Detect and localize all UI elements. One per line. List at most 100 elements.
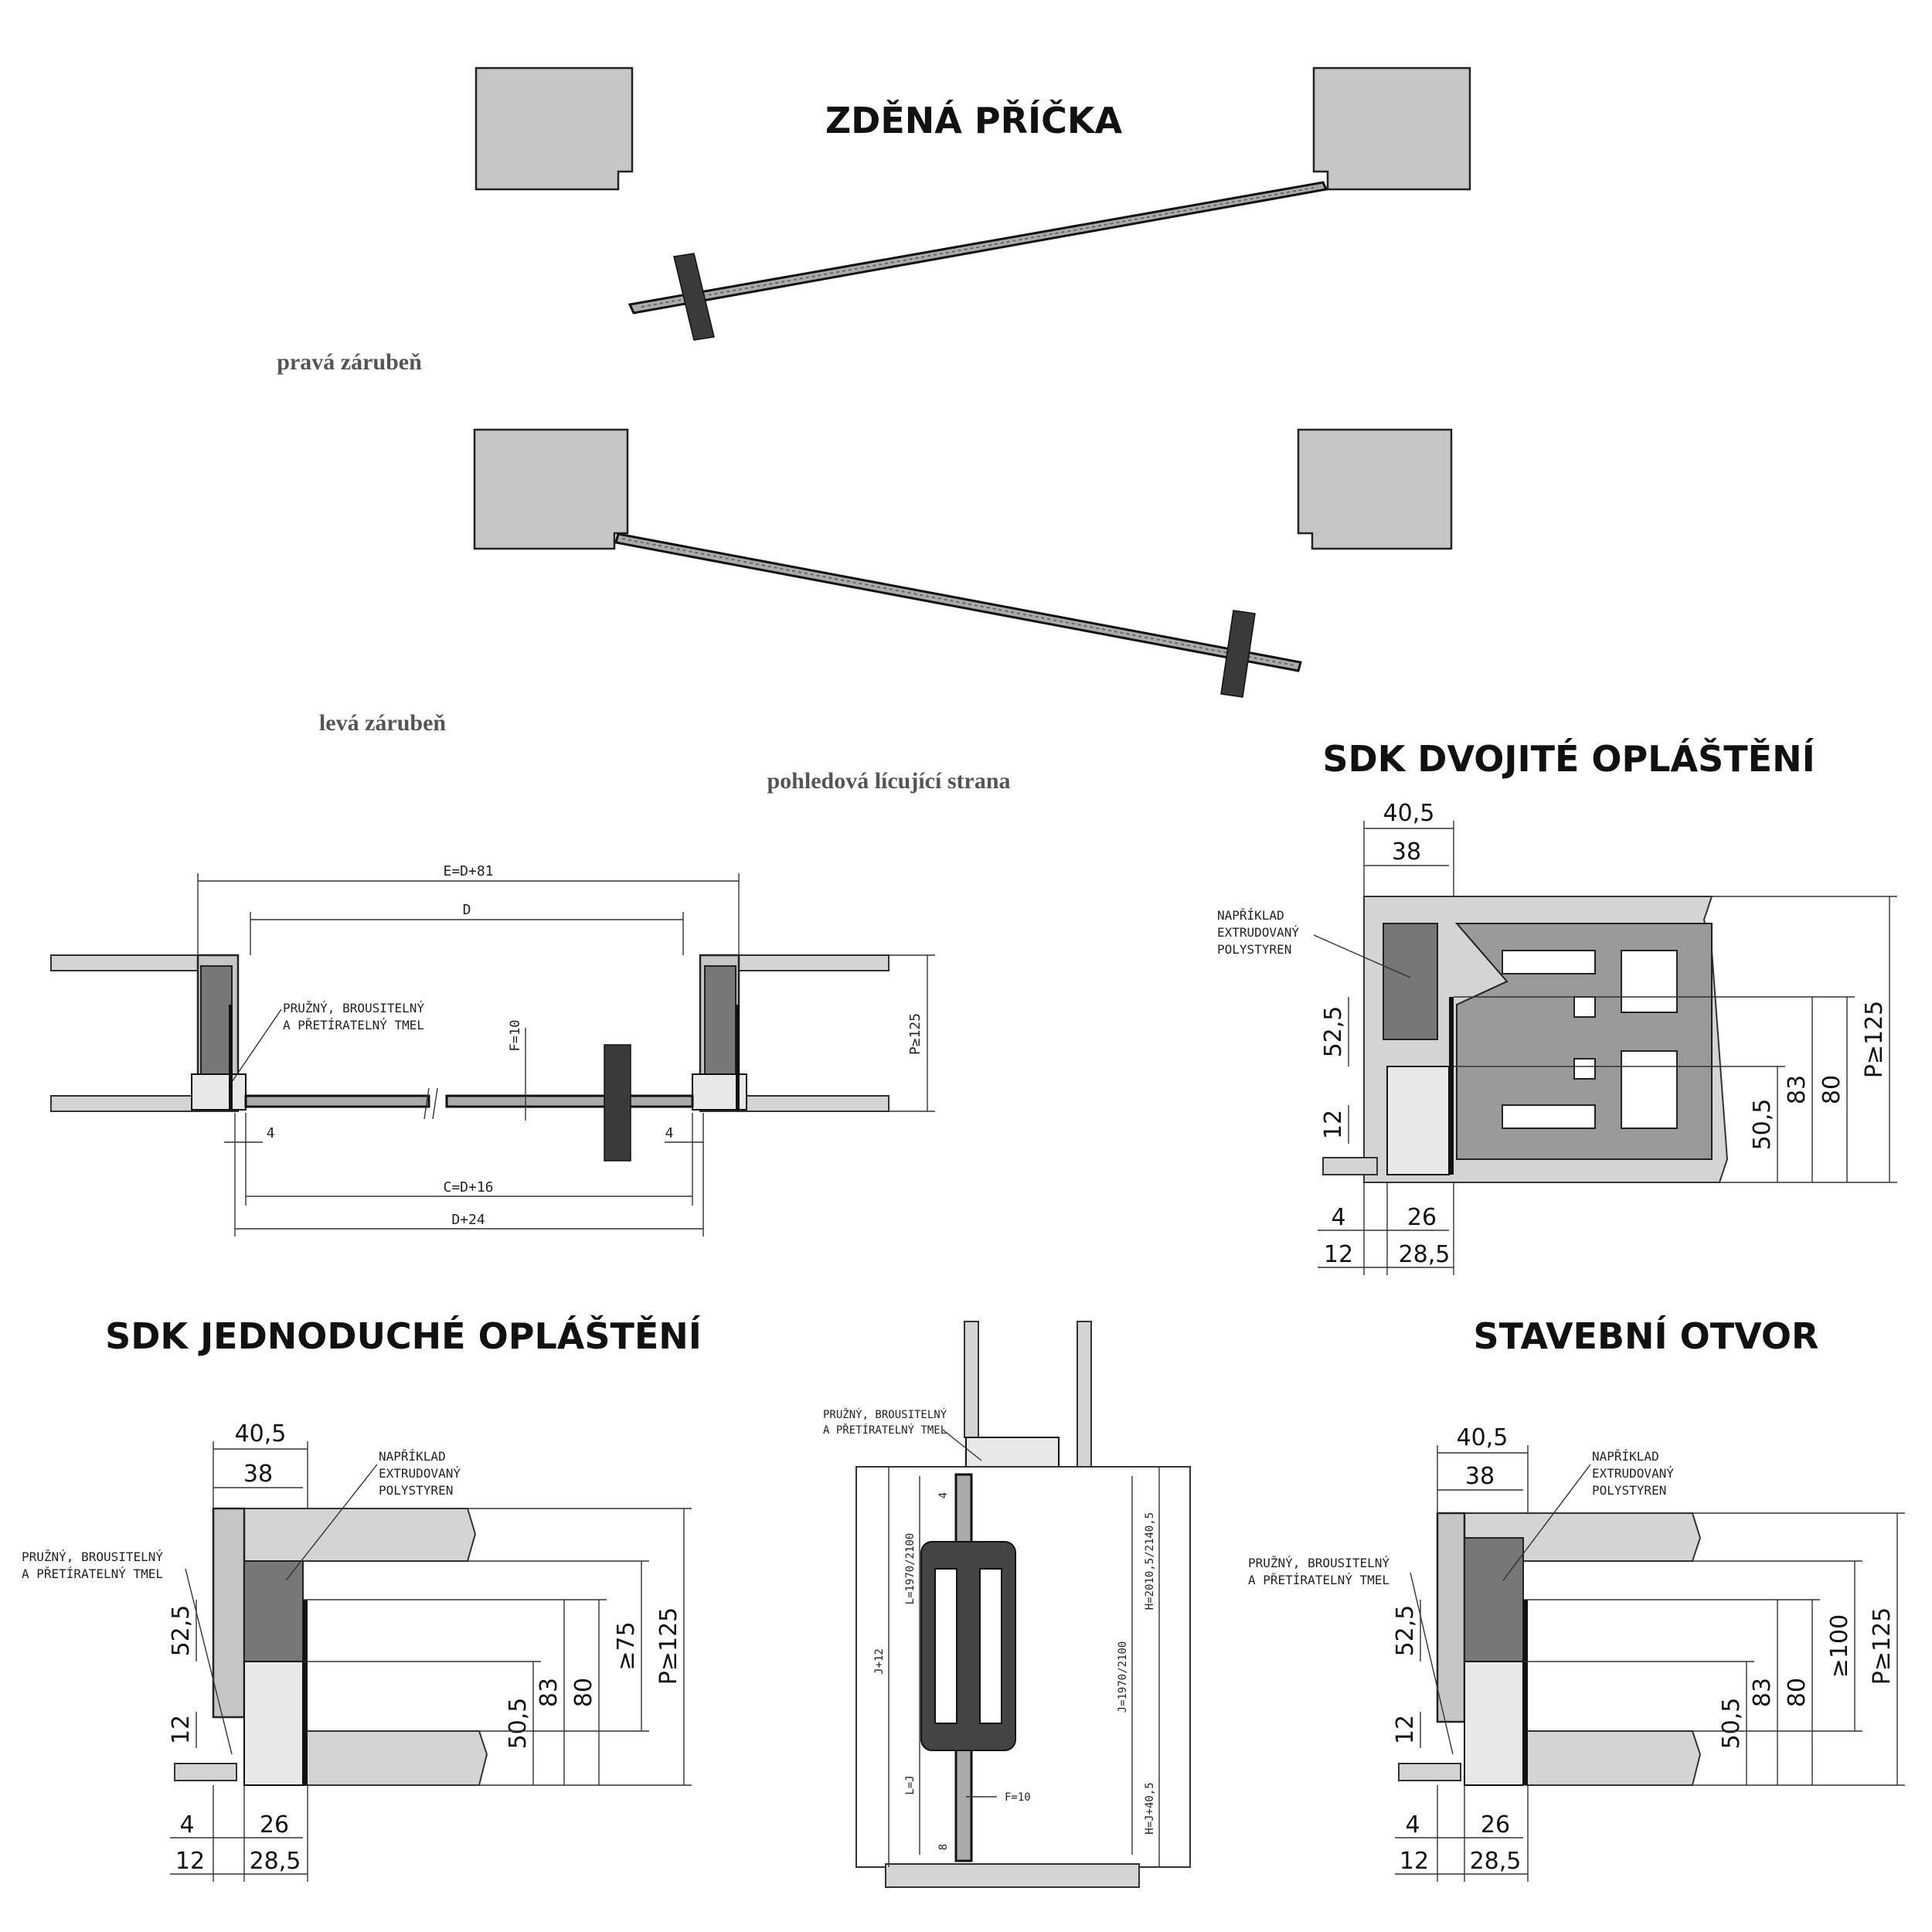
detail-sdk-jednoduche: 40,5 38 52,5 12 4 26 12 28,5 50,5 83 80 … <box>22 1420 692 1882</box>
threshold <box>885 1863 1140 1888</box>
dim-12: 12 <box>168 1715 195 1744</box>
label-leva-zarubne: levá zárubeň <box>319 710 446 736</box>
note-poly-line1: NAPŘÍKLAD <box>1217 908 1284 923</box>
door-leaf-part-b <box>445 1094 694 1108</box>
dim-50-5: 50,5 <box>1718 1698 1745 1750</box>
frame-profile <box>243 1661 304 1786</box>
note-poly-line3: POLYSTYREN <box>379 1483 453 1498</box>
note-poly-line2: EXTRUDOVANÝ <box>1217 925 1299 940</box>
door-handle <box>673 253 715 341</box>
wall-right <box>1077 1321 1092 1477</box>
label-prava-zarubne: pravá zárubeň <box>277 349 422 375</box>
dim-four-left: 4 <box>267 1125 275 1141</box>
wall-left <box>964 1321 979 1438</box>
wall-board-top <box>213 1508 477 1562</box>
dim-ge100: ≥100 <box>1826 1614 1853 1678</box>
dim-40-5: 40,5 <box>1457 1424 1509 1451</box>
plan-leva-zarubne <box>473 428 1453 698</box>
dim-l1: L=1970/2100 <box>904 1533 917 1605</box>
note-tmel-line2: A PŘETÍRATELNÝ TMEL <box>283 1018 424 1032</box>
dim-28-5: 28,5 <box>250 1848 301 1875</box>
dim-j1: J=1970/2100 <box>1117 1641 1129 1713</box>
title-sdk-dvojite: SDK DVOJITÉ OPLÁŠTĚNÍ <box>1322 738 1815 780</box>
dim-28-5: 28,5 <box>1470 1848 1522 1875</box>
dim-c: C=D+16 <box>443 1179 493 1196</box>
dim-26: 26 <box>260 1811 289 1838</box>
dim-d24: D+24 <box>451 1212 485 1228</box>
dim-j12: J+12 <box>873 1648 886 1675</box>
note-tmel-line1: PRUŽNÝ, BROUSITELNÝ <box>1248 1556 1389 1570</box>
dim-d: D <box>463 902 471 918</box>
dim-e: E=D+81 <box>443 863 493 879</box>
jamb-face <box>1436 1512 1466 1723</box>
dim-12: 12 <box>1320 1110 1347 1139</box>
dim-12-b: 12 <box>175 1848 205 1875</box>
note-poly-line1: NAPŘÍKLAD <box>379 1449 446 1464</box>
dim-ge75: ≥75 <box>613 1621 640 1670</box>
wall-block-left <box>473 428 629 550</box>
wall-board-bottom <box>302 1730 488 1786</box>
dim-lj: L=J <box>904 1775 917 1794</box>
dim-four: 4 <box>937 1492 950 1498</box>
door-leaf-part-a <box>244 1094 430 1108</box>
note-tmel-line1: PRUŽNÝ, BROUSITELNÝ <box>22 1549 163 1564</box>
dim-52-5: 52,5 <box>1392 1605 1419 1657</box>
dim-83: 83 <box>536 1678 563 1707</box>
polystyrene-block <box>1383 923 1438 1040</box>
detail-sdk-dvojite: 40,5 38 52,5 12 4 26 12 28,5 50,5 83 80 … <box>1217 800 1897 1275</box>
polystyrene-right <box>704 965 736 1075</box>
note-poly-line2: EXTRUDOVANÝ <box>1592 1466 1674 1481</box>
door-leaf-edge <box>1322 1157 1378 1175</box>
label-pohledova-strana: pohledová lícující strana <box>767 768 1010 794</box>
dim-80: 80 <box>570 1678 597 1707</box>
dim-38: 38 <box>1465 1463 1495 1490</box>
dim-52-5: 52,5 <box>168 1605 195 1657</box>
dim-h1: H=2010,5/2140,5 <box>1144 1512 1156 1610</box>
dim-p125: P≥125 <box>655 1607 682 1685</box>
note-poly-line1: NAPŘÍKLAD <box>1592 1449 1659 1464</box>
elevation-section: J+12 L=1970/2100 L=J H=2010,5/2140,5 H=J… <box>823 1321 1191 1888</box>
dim-40-5: 40,5 <box>1383 800 1435 827</box>
wall-block-right <box>1312 66 1471 191</box>
note-tmel-line1: PRUŽNÝ, BROUSITELNÝ <box>283 1001 424 1015</box>
door-leaf-edge <box>174 1763 237 1781</box>
dim-83: 83 <box>1784 1075 1811 1104</box>
dim-p125: P≥125 <box>1869 1607 1896 1685</box>
dim-f10: F=10 <box>1005 1791 1031 1804</box>
dim-52-5: 52,5 <box>1320 1006 1347 1058</box>
dim-p125: P≥125 <box>1861 1001 1888 1079</box>
dim-28-5: 28,5 <box>1399 1241 1451 1268</box>
section-horizontal: E=D+81 D F=10 P≥125 4 4 C=D+16 D+24 PRUŽ… <box>50 863 935 1236</box>
door-outline <box>855 1466 1191 1868</box>
dim-26: 26 <box>1407 1204 1437 1231</box>
plan-prava-zarubne <box>474 66 1471 341</box>
polystyrene-left <box>200 965 233 1075</box>
jamb-face <box>212 1507 246 1719</box>
note-poly-line3: POLYSTYREN <box>1217 942 1291 957</box>
note-tmel-line1: PRUŽNÝ, BROUSITELNÝ <box>823 1407 947 1421</box>
door-leaf-edge <box>1398 1763 1461 1781</box>
title-zdena-pricka: ZDĚNÁ PŘÍČKA <box>825 100 1123 141</box>
frame-profile <box>1386 1066 1450 1175</box>
dim-50-5: 50,5 <box>1749 1099 1776 1151</box>
note-tmel-line2: A PŘETÍRATELNÝ TMEL <box>22 1566 163 1581</box>
polystyrene-block <box>243 1560 304 1662</box>
frame-profile <box>1464 1661 1524 1786</box>
note-poly-line2: EXTRUDOVANÝ <box>379 1466 461 1481</box>
wall-block-left <box>474 66 634 191</box>
dim-38: 38 <box>1392 838 1421 866</box>
dim-4: 4 <box>179 1811 194 1838</box>
dim-hj: H=J+40,5 <box>1144 1782 1156 1834</box>
dim-4: 4 <box>1331 1204 1345 1231</box>
dim-12-b: 12 <box>1324 1241 1353 1268</box>
dim-38: 38 <box>243 1461 273 1488</box>
wall-bottom <box>1526 1730 1702 1786</box>
dim-80: 80 <box>1818 1075 1845 1104</box>
door-handle <box>604 1044 631 1162</box>
note-tmel-line2: A PŘETÍRATELNÝ TMEL <box>823 1423 947 1437</box>
dim-12-b: 12 <box>1400 1848 1429 1875</box>
title-sdk-jednoduche: SDK JEDNODUCHÉ OPLÁŠTĚNÍ <box>105 1315 702 1357</box>
dim-4: 4 <box>1405 1811 1420 1838</box>
dim-p: P≥125 <box>907 1013 923 1055</box>
